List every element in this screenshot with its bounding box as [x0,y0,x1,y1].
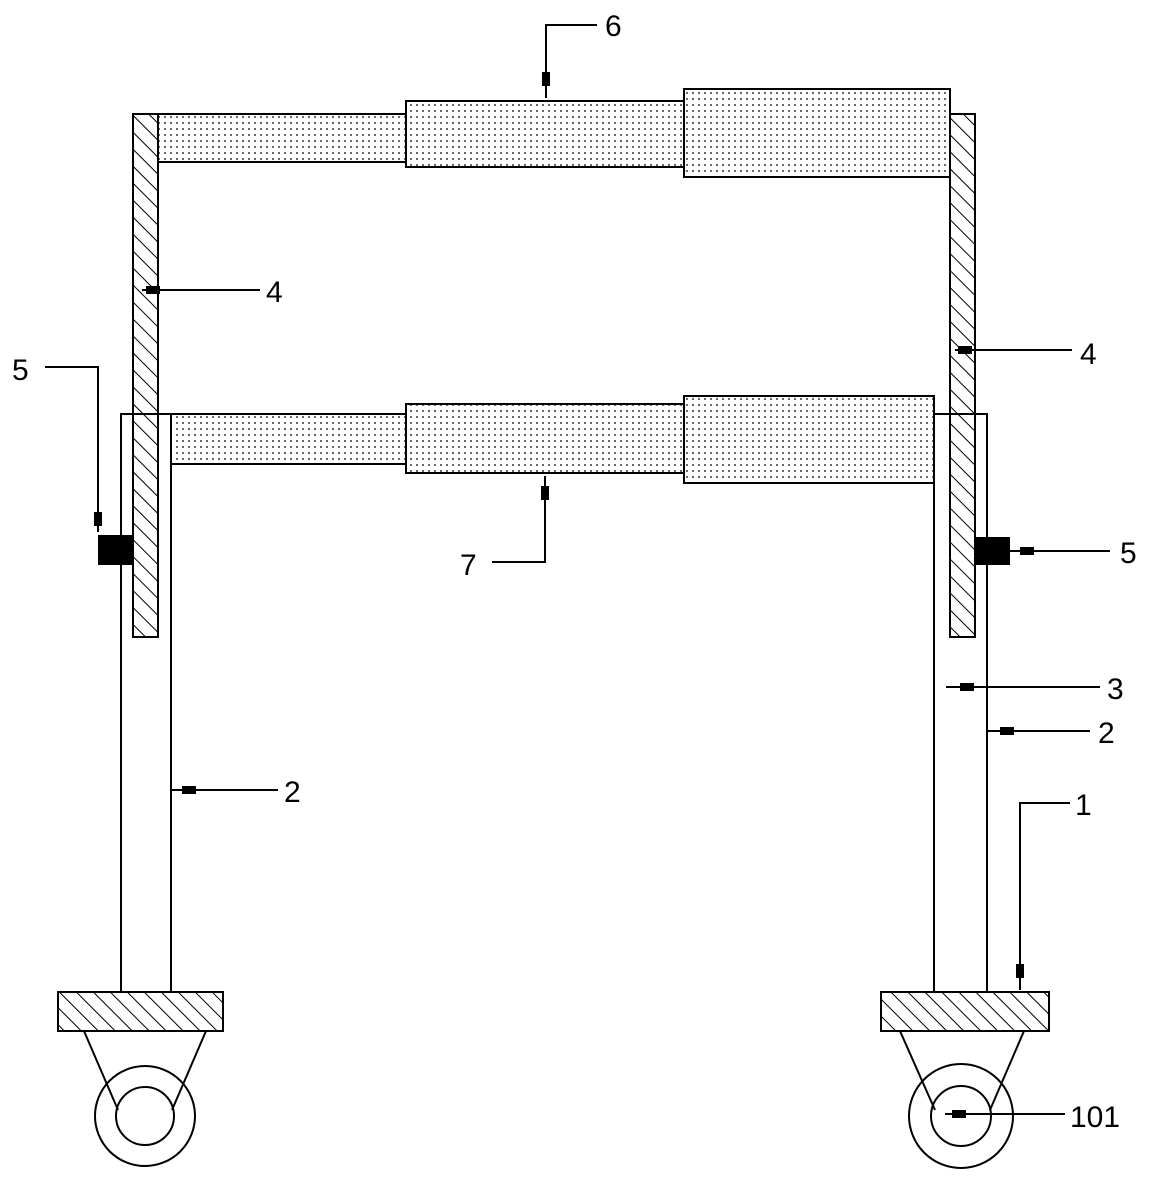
upper-bar-middle-section [405,100,685,168]
right-caster-wheel-inner [930,1085,992,1147]
right-caster-bracket [899,1030,936,1111]
left-caster-bracket [83,1030,119,1111]
left-base-plate [57,991,224,1032]
left-lock-block-5 [98,535,133,565]
label-4-right: 4 [1080,338,1097,371]
left-inner-post-4 [132,113,159,638]
lower-bar-left-section [170,413,407,465]
label-5-left: 5 [12,354,29,387]
lower-bar-right-section [683,395,935,484]
label-2-left: 2 [284,776,301,809]
right-inner-post-4 [949,113,976,638]
label-4-left: 4 [266,276,283,309]
label-2-right: 2 [1098,717,1115,750]
label-101: 101 [1070,1101,1120,1134]
label-6: 6 [605,10,622,43]
upper-bar-left-section [157,113,407,163]
left-caster-wheel-outer [94,1065,196,1167]
label-5-right: 5 [1120,537,1137,570]
upper-bar-right-section [683,88,951,178]
label-7: 7 [460,549,477,582]
leader-lines [45,24,1110,1118]
left-caster-wheel-inner [115,1086,175,1146]
right-lock-block-5 [975,537,1010,565]
lower-bar-middle-section [405,403,685,474]
right-base-plate [880,991,1050,1032]
label-1: 1 [1075,789,1092,822]
label-3: 3 [1107,673,1124,706]
right-caster-wheel-outer [908,1063,1014,1169]
